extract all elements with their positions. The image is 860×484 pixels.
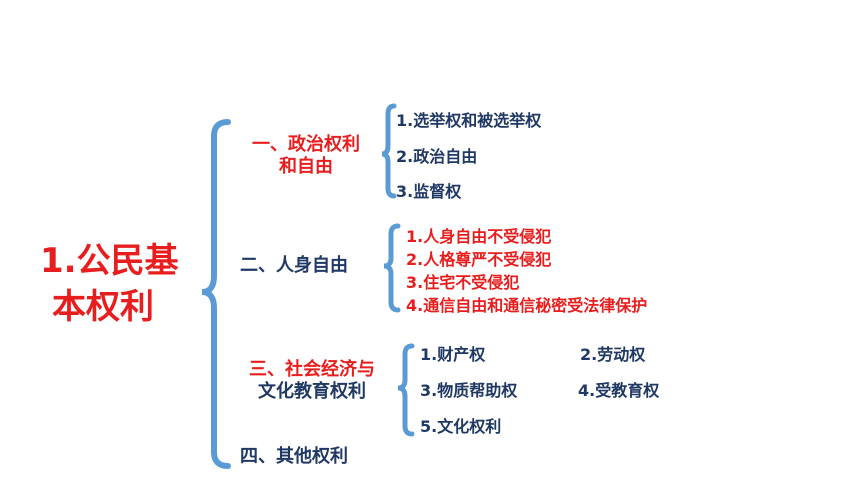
category-political: 一、政治权利 和自由 xyxy=(238,134,374,178)
main-brace xyxy=(201,119,231,469)
main-title: 1.公民基 本权利 xyxy=(40,238,179,330)
category-label-line: 和自由 xyxy=(279,156,333,177)
list-item: 2.劳动权 xyxy=(580,345,646,364)
category-label-line: 文化教育权利 xyxy=(258,381,366,402)
brace-personal xyxy=(383,223,401,313)
category-social-economic: 三、社会经济与 文化教育权利 xyxy=(234,359,390,403)
category-personal: 二、人身自由 xyxy=(240,255,348,277)
list-item: 4.通信自由和通信秘密受法律保护 xyxy=(406,296,648,315)
category-other: 四、其他权利 xyxy=(240,446,348,468)
list-item: 1.人身自由不受侵犯 xyxy=(406,227,552,246)
brace-social xyxy=(397,343,415,437)
category-label-line: 四、其他权利 xyxy=(240,446,348,467)
list-item: 5.文化权利 xyxy=(420,417,502,436)
list-item: 4.受教育权 xyxy=(578,381,660,400)
list-item: 1.选举权和被选举权 xyxy=(396,111,542,130)
list-item: 3.住宅不受侵犯 xyxy=(406,273,520,292)
brace-political xyxy=(381,103,397,199)
list-item: 3.物质帮助权 xyxy=(420,381,518,400)
category-label-line: 三、社会经济与 xyxy=(249,359,375,380)
list-item: 3.监督权 xyxy=(396,182,462,201)
list-item: 2.政治自由 xyxy=(396,147,478,166)
list-item: 1.财产权 xyxy=(420,345,486,364)
main-title-line-2: 本权利 xyxy=(52,287,154,327)
list-item: 2.人格尊严不受侵犯 xyxy=(406,250,552,269)
category-label-line: 二、人身自由 xyxy=(240,255,348,276)
main-title-line-1: 1.公民基 xyxy=(40,241,179,281)
category-label-line: 一、政治权利 xyxy=(252,134,360,155)
